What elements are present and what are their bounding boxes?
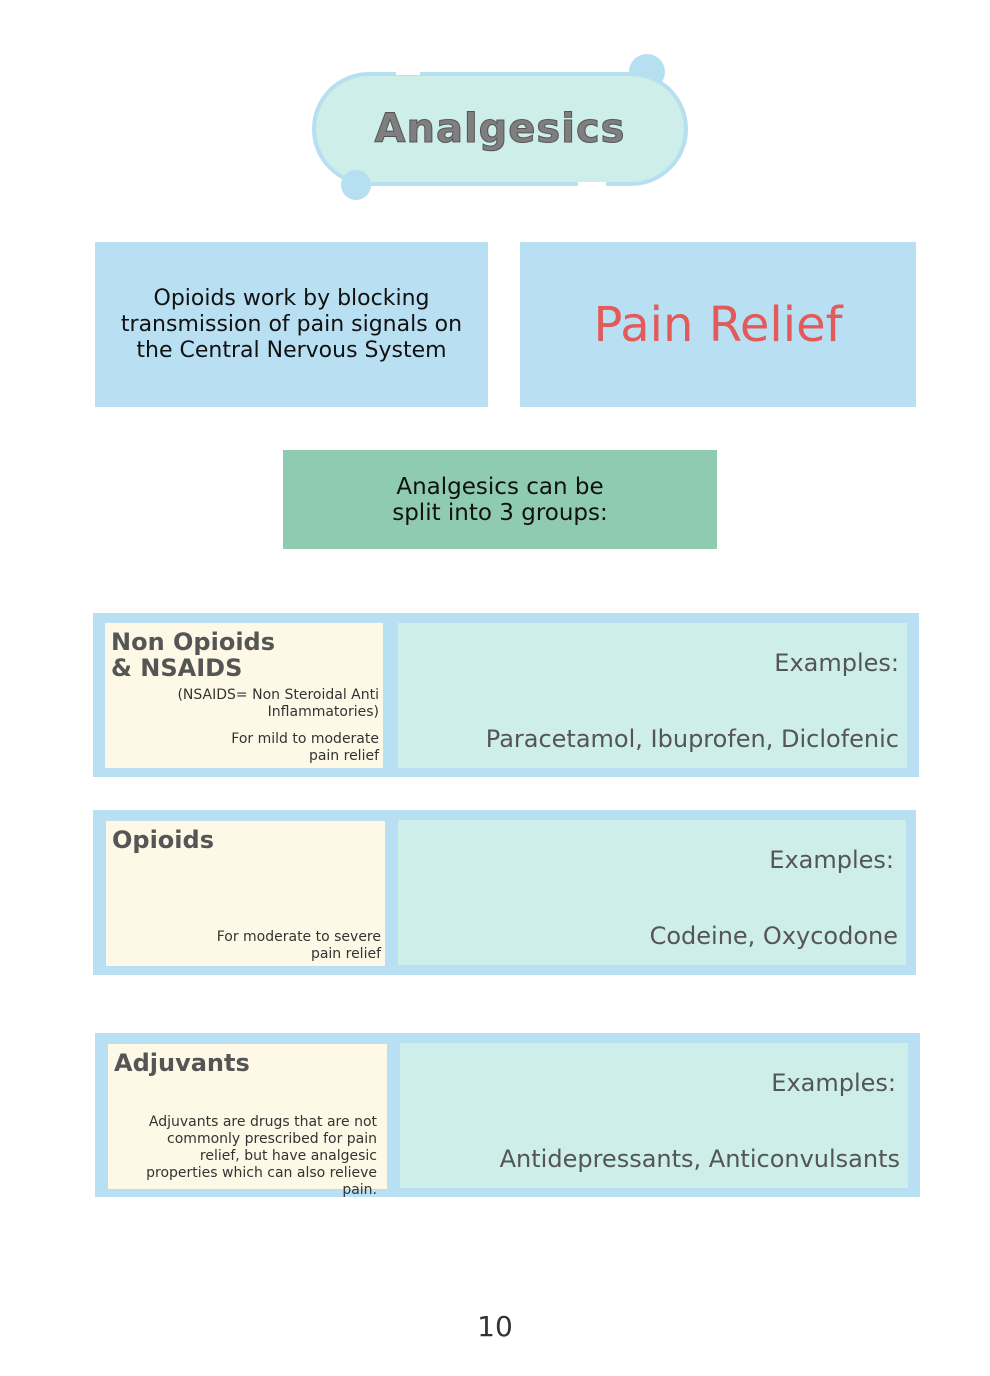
- group-name: Opioids: [112, 826, 214, 854]
- decorative-dot-bottom-left: [341, 170, 371, 200]
- title-banner: Analgesics: [312, 72, 688, 186]
- group-info-card: Non Opioids & NSAIDS (NSAIDS= Non Steroi…: [105, 623, 383, 768]
- purpose-box: Pain Relief: [520, 242, 916, 407]
- split-note-text: Analgesics can be split into 3 groups:: [392, 473, 608, 526]
- examples-list: Codeine, Oxycodone: [649, 922, 898, 950]
- purpose-text: Pain Relief: [593, 296, 843, 353]
- examples-list: Antidepressants, Anticonvulsants: [499, 1145, 900, 1173]
- pill-border-gap: [396, 70, 420, 75]
- group-adjuvants: Adjuvants Adjuvants are drugs that are n…: [95, 1033, 920, 1198]
- group-use: For moderate to severe pain relief: [216, 929, 381, 962]
- page-title: Analgesics: [374, 106, 626, 153]
- examples-list: Paracetamol, Ibuprofen, Diclofenic: [485, 725, 899, 753]
- group-non-opioids: Non Opioids & NSAIDS (NSAIDS= Non Steroi…: [93, 613, 919, 777]
- examples-label: Examples:: [771, 1069, 896, 1097]
- page-number: 10: [477, 1310, 513, 1343]
- group-opioids: Opioids For moderate to severe pain reli…: [93, 810, 916, 975]
- examples-label: Examples:: [774, 649, 899, 677]
- examples-label: Examples:: [769, 846, 894, 874]
- group-name: Adjuvants: [114, 1049, 250, 1077]
- group-use: Adjuvants are drugs that are not commonl…: [146, 1114, 377, 1198]
- mechanism-text: Opioids work by blocking transmission of…: [120, 285, 463, 363]
- group-use: For mild to moderate pain relief: [231, 731, 379, 764]
- pill-border-gap: [578, 182, 606, 187]
- group-name: Non Opioids & NSAIDS: [111, 628, 276, 682]
- group-info-card: Adjuvants Adjuvants are drugs that are n…: [108, 1044, 387, 1198]
- split-note-box: Analgesics can be split into 3 groups:: [283, 450, 717, 549]
- examples-card: Examples: Codeine, Oxycodone: [398, 820, 906, 965]
- examples-card: Examples: Paracetamol, Ibuprofen, Diclof…: [398, 623, 907, 768]
- mechanism-box: Opioids work by blocking transmission of…: [95, 242, 488, 407]
- group-info-card: Opioids For moderate to severe pain reli…: [106, 821, 385, 966]
- examples-card: Examples: Antidepressants, Anticonvulsan…: [400, 1043, 908, 1188]
- group-definition: (NSAIDS= Non Steroidal Anti Inflammatori…: [177, 687, 379, 720]
